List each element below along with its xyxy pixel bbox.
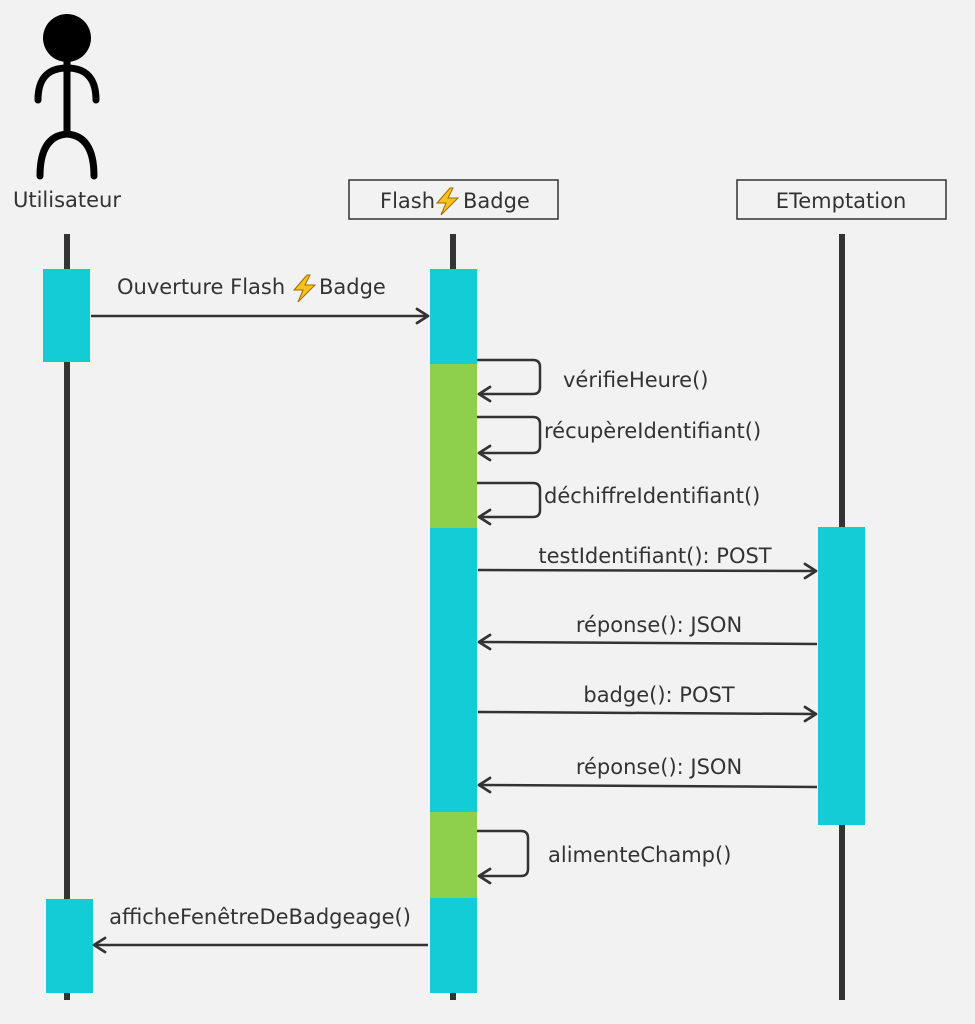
arrowhead bbox=[477, 776, 492, 794]
message-arrow bbox=[477, 710, 816, 716]
participant-label-part1: Flash bbox=[380, 189, 435, 213]
message-label: récupèreIdentifiant() bbox=[544, 419, 761, 443]
arrowhead bbox=[477, 867, 492, 885]
participant-label-part2: Badge bbox=[463, 189, 530, 213]
arrowhead bbox=[415, 307, 430, 325]
message-reponse-2: réponse(): JSON bbox=[477, 755, 818, 794]
self-message-loop bbox=[477, 481, 542, 519]
message-alimente-champ: alimenteChamp() bbox=[477, 829, 731, 885]
message-ouverture: Ouverture Flash Badge bbox=[91, 274, 430, 325]
activation-utilisateur-2 bbox=[46, 899, 93, 993]
message-label: testIdentifiant(): POST bbox=[538, 544, 771, 568]
message-label: Ouverture Flash bbox=[117, 275, 285, 299]
arrowhead bbox=[477, 508, 492, 526]
participant-label-rest: Badge bbox=[463, 189, 530, 213]
message-dechiffre-identifiant: déchiffreIdentifiant() bbox=[477, 481, 760, 526]
participant-etemptation: ETemptation bbox=[736, 179, 947, 220]
arrowhead bbox=[803, 705, 818, 723]
message-affiche-fenetre: afficheFenêtreDeBadgeage() bbox=[92, 905, 428, 954]
actor-legs bbox=[36, 130, 98, 180]
message-label: réponse(): JSON bbox=[576, 755, 742, 779]
arrowhead bbox=[477, 385, 492, 403]
activation-flashbadge-2 bbox=[430, 364, 477, 528]
message-label: déchiffreIdentifiant() bbox=[544, 484, 760, 508]
message-arrow bbox=[477, 568, 816, 573]
message-recupere-identifiant: récupèreIdentifiant() bbox=[477, 415, 761, 462]
message-verifie-heure: vérifieHeure() bbox=[477, 358, 708, 403]
message-label: réponse(): JSON bbox=[576, 613, 742, 637]
activation-flashbadge-4 bbox=[430, 812, 477, 898]
message-label: vérifieHeure() bbox=[563, 368, 708, 392]
self-message-loop bbox=[477, 358, 542, 396]
message-test-identifiant: testIdentifiant(): POST bbox=[477, 544, 818, 580]
arrowhead bbox=[477, 444, 492, 462]
arrowhead bbox=[477, 633, 492, 651]
participant-flashbadge: Flash Badge bbox=[348, 179, 559, 220]
self-message-loop bbox=[477, 415, 542, 455]
message-label-rest: Badge bbox=[319, 275, 386, 299]
message-label: afficheFenêtreDeBadgeage() bbox=[109, 905, 411, 929]
activation-etemptation-1 bbox=[818, 527, 865, 825]
arrowhead bbox=[803, 562, 818, 580]
actor-name: Utilisateur bbox=[13, 188, 121, 212]
participant-label: Flash bbox=[380, 189, 435, 213]
message-badge: badge(): POST bbox=[477, 683, 818, 723]
message-arrow bbox=[479, 640, 818, 646]
activation-utilisateur-1 bbox=[43, 269, 90, 362]
activation-flashbadge-3 bbox=[430, 528, 477, 812]
participant-box bbox=[736, 179, 947, 220]
message-arrow bbox=[479, 783, 818, 789]
message-label: badge(): POST bbox=[583, 683, 734, 707]
self-message-loop bbox=[477, 829, 530, 878]
message-label: alimenteChamp() bbox=[548, 843, 731, 867]
lightning-bolt-icon bbox=[435, 187, 460, 216]
participant-label: ETemptation bbox=[776, 189, 907, 213]
actor-utilisateur: Utilisateur bbox=[13, 14, 121, 212]
activation-flashbadge-1 bbox=[430, 269, 477, 364]
actor-head bbox=[43, 14, 91, 62]
activation-flashbadge-5 bbox=[430, 898, 477, 993]
message-reponse-1: réponse(): JSON bbox=[477, 613, 818, 651]
arrowhead bbox=[92, 936, 107, 954]
lightning-bolt-icon bbox=[292, 274, 317, 303]
actor-arms bbox=[34, 64, 100, 104]
